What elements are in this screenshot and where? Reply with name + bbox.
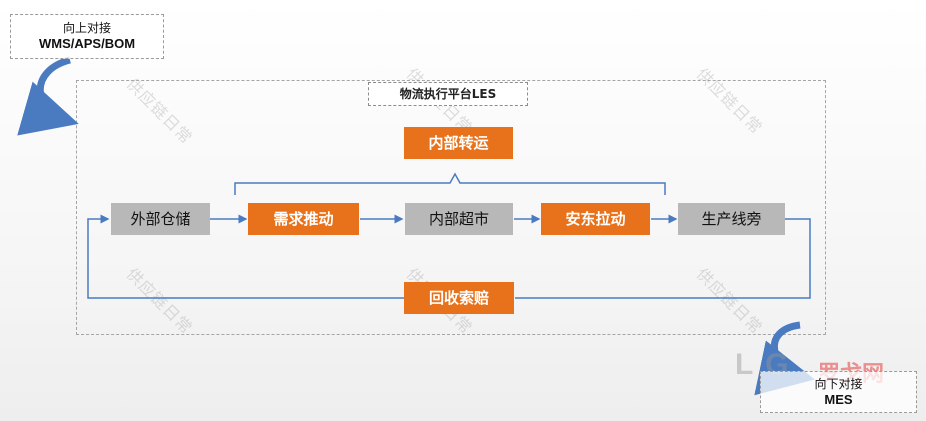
upstream-label: 向上对接 [62,21,111,35]
node-internal-transfer: 内部转运 [404,127,513,159]
upstream-interface-box: 向上对接 WMS/APS/BOM [10,14,164,59]
downstream-label: 向下对接 [814,377,863,391]
curved-arrow-down [17,56,79,136]
node-recovery-claim: 回收索赔 [404,282,514,314]
node-production-line: 生产线旁 [678,203,785,235]
upstream-systems: WMS/APS/BOM [38,36,136,51]
platform-title: 物流执行平台LES [368,82,528,106]
downstream-systems: MES [824,392,853,407]
node-internal-supermarket: 内部超市 [405,203,513,235]
les-platform-container [76,80,826,335]
node-external-storage: 外部仓储 [111,203,210,235]
downstream-interface-box: 向下对接 MES [760,371,917,413]
brace [234,172,666,195]
node-andon-pull: 安东拉动 [541,203,650,235]
node-demand-push: 需求推动 [248,203,359,235]
